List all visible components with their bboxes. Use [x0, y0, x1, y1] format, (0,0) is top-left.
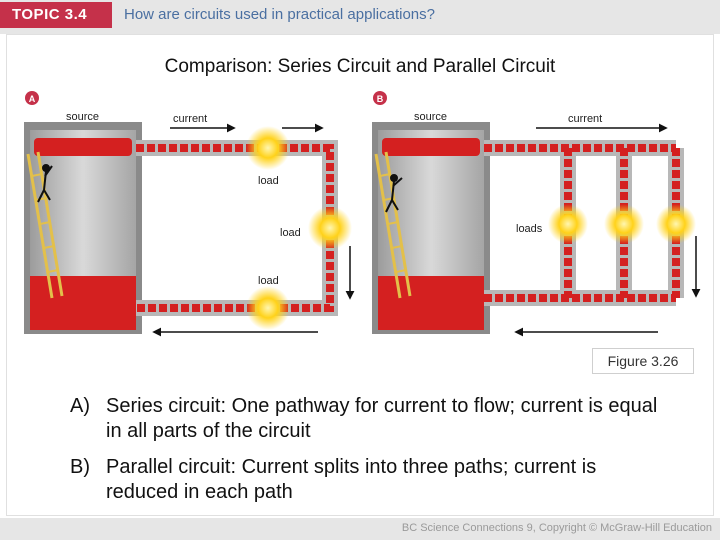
- panel-a-load-right: [308, 206, 352, 250]
- figure-caption: Figure 3.26: [592, 348, 694, 374]
- panel-b-badge-label: B: [377, 94, 384, 104]
- panel-a-load-label-bottom: load: [258, 275, 279, 287]
- panel-b: B: [372, 91, 701, 337]
- topic-label: TOPIC 3.4: [0, 2, 112, 28]
- copyright-text: BC Science Connections 9, Copyright © Mc…: [401, 522, 712, 534]
- panel-a-badge-label: A: [29, 94, 36, 104]
- panel-a-ladder: [26, 151, 64, 299]
- bullet-marker-b: B): [70, 456, 90, 478]
- header-bar: TOPIC 3.4 How are circuits used in pract…: [0, 0, 720, 34]
- slide-title: Comparison: Series Circuit and Parallel …: [164, 56, 556, 77]
- panel-a-current-label: current: [173, 113, 207, 125]
- panel-a-wire-electrons: [136, 144, 334, 312]
- panel-b-battery-charge-pile: [378, 276, 484, 330]
- panel-a-battery-charge-pile: [30, 276, 136, 330]
- topic-question: How are circuits used in practical appli…: [124, 6, 435, 23]
- slide-frame: [6, 34, 714, 516]
- bullet-text-b: Parallel circuit: Current splits into th…: [106, 456, 597, 503]
- bullet-text-a: Series circuit: One pathway for current …: [106, 395, 658, 442]
- panel-b-battery-top-charges: [382, 138, 480, 156]
- panel-b-loads-label: loads: [516, 223, 543, 235]
- panel-a-battery-top-charges: [34, 138, 132, 156]
- circuit-diagram: A sou: [20, 86, 705, 344]
- panel-b-load-2: [604, 204, 644, 244]
- bullet-series-circuit: A) Series circuit: One pathway for curre…: [70, 394, 670, 444]
- bullet-marker-a: A): [70, 395, 90, 417]
- panel-a-climber-figure: [37, 164, 53, 203]
- panel-b-badge: [373, 91, 387, 105]
- panel-b-load-3: [656, 204, 696, 244]
- panel-a-load-bottom: [246, 286, 290, 330]
- panel-a-load-label-right: load: [280, 227, 301, 239]
- panel-a-load-top: [246, 126, 290, 170]
- bullet-parallel-circuit: B) Parallel circuit: Current splits into…: [70, 455, 670, 505]
- panel-b-current-label: current: [568, 113, 602, 125]
- panel-a-source-label: source: [66, 111, 99, 123]
- panel-a: A sou: [24, 91, 355, 337]
- panel-a-badge: [25, 91, 39, 105]
- footer-bar: BC Science Connections 9, Copyright © Mc…: [0, 518, 720, 540]
- bullet-list: A) Series circuit: One pathway for curre…: [70, 394, 670, 516]
- panel-b-source-label: source: [414, 111, 447, 123]
- panel-b-load-1: [548, 204, 588, 244]
- panel-b-climber-figure: [385, 174, 403, 213]
- panel-b-ladder: [374, 151, 412, 299]
- panel-a-load-label-top: load: [258, 175, 279, 187]
